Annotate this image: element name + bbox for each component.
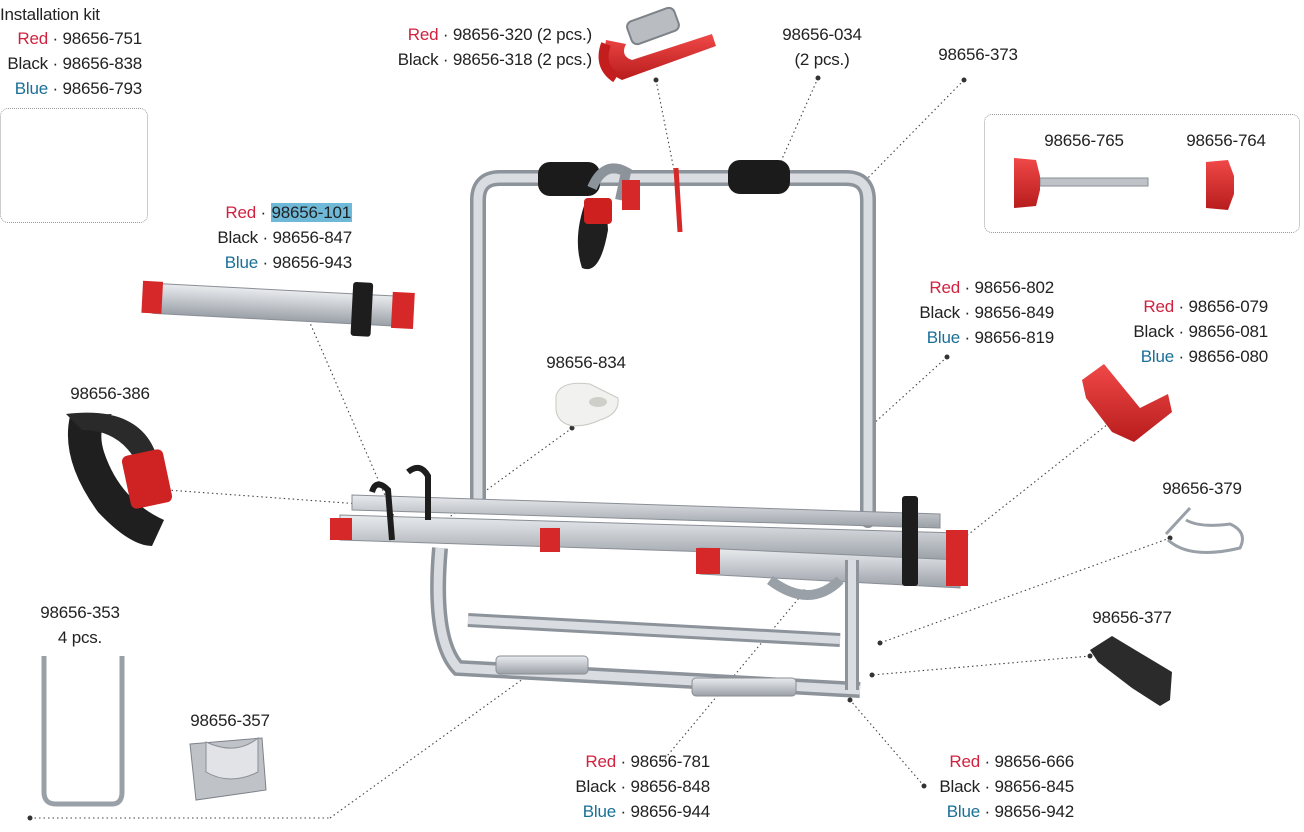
installation-kit-title: Installation kit — [0, 5, 100, 24]
lower-tube-right — [691, 677, 797, 697]
wheel-strap-part — [66, 412, 173, 546]
rubber-block-part — [555, 382, 619, 427]
rail-codes: Red · 98656-101 Black · 98656-847 Blue ·… — [217, 203, 352, 272]
installation-kit-codes: Red · 98656-751 Black · 98656-838 Blue ·… — [7, 29, 142, 98]
u-bolt-part — [41, 656, 125, 807]
lower-frame — [430, 547, 861, 698]
foam-pad-left — [538, 162, 600, 196]
rubber-strap-part — [598, 6, 716, 83]
bracket-part — [1090, 636, 1172, 706]
bracket-code: 98656-377 — [1092, 608, 1172, 627]
foam-pad-right — [728, 160, 790, 194]
strap-codes: Red · 98656-320 (2 pcs.) Black · 98656-3… — [397, 25, 592, 69]
knob-short-part — [1206, 160, 1234, 210]
clip-part — [1164, 506, 1244, 554]
plate-code: 98656-357 — [190, 711, 270, 730]
knob-short-code: 98656-764 — [1186, 131, 1266, 150]
wheel-holder-part — [1082, 364, 1172, 442]
rail-part — [141, 280, 415, 337]
frame-code: 98656-373 — [938, 45, 1018, 64]
holder-codes: Red · 98656-079 Black · 98656-081 Blue ·… — [1133, 297, 1268, 366]
wheel-strap-code: 98656-386 — [70, 384, 150, 403]
upright-codes: Red · 98656-802 Black · 98656-849 Blue ·… — [919, 278, 1054, 347]
lower-rail-codes: Red · 98656-781 Black · 98656-848 Blue ·… — [575, 752, 710, 821]
mounting-plate-part — [189, 736, 267, 801]
block-code: 98656-834 — [546, 353, 626, 372]
main-frame — [470, 170, 876, 528]
frame-clamp — [577, 163, 683, 270]
knob-long-part — [1014, 158, 1149, 208]
knobs-box — [984, 114, 1300, 233]
carrier-rails — [330, 464, 968, 589]
end-cap-codes: Red · 98656-666 Black · 98656-845 Blue ·… — [939, 752, 1074, 821]
u-bolt-code: 98656-353 4 pcs. — [40, 603, 120, 647]
lower-tube-left — [495, 655, 589, 675]
foam-pad-code: 98656-034 (2 pcs.) — [782, 25, 862, 69]
knob-long-code: 98656-765 — [1044, 131, 1124, 150]
leader-lines — [30, 77, 1171, 819]
clip-code: 98656-379 — [1162, 479, 1242, 498]
installation-kit-box — [0, 108, 148, 223]
